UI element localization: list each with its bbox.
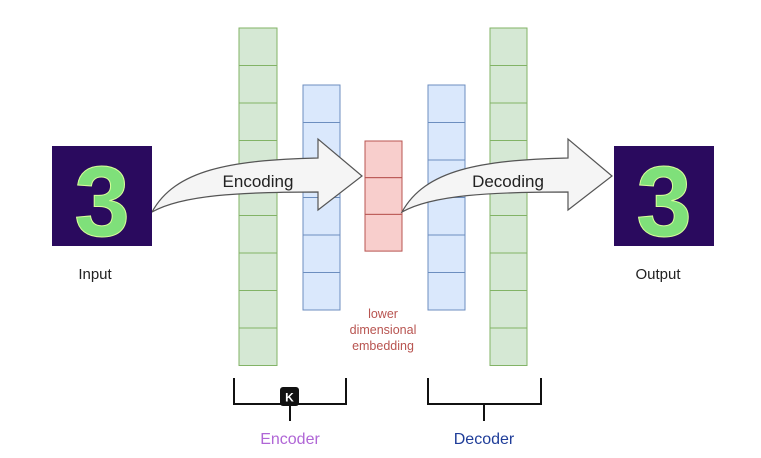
output-label: Output bbox=[635, 266, 681, 283]
logo-badge-background bbox=[280, 387, 299, 406]
encoder-outer-layer bbox=[238, 27, 278, 366]
logo-badge-icon: K bbox=[280, 387, 299, 406]
embedding-line-3: embedding bbox=[352, 339, 414, 353]
output-digit: 3 bbox=[636, 146, 692, 258]
encoder-inner-cell bbox=[302, 272, 341, 311]
decoder-outer-cell bbox=[489, 290, 528, 329]
encoder-outer-cell bbox=[238, 27, 278, 66]
decoder-outer-cell bbox=[489, 215, 528, 254]
encoding-arrow: Encoding bbox=[150, 137, 363, 214]
decoding-arrow: Decoding bbox=[400, 137, 613, 214]
embedding-label: lower dimensional embedding bbox=[350, 307, 417, 353]
embedding-line-1: lower bbox=[368, 307, 398, 321]
decoder-outer-cell bbox=[489, 327, 528, 366]
output-image: 3 bbox=[614, 146, 714, 259]
decoder-outer-cell bbox=[489, 65, 528, 104]
encoder-bracket: K Encoder bbox=[233, 378, 347, 448]
encoder-outer-cell bbox=[238, 215, 278, 254]
encoding-label: Encoding bbox=[223, 172, 294, 191]
decoder-outer-cell bbox=[489, 27, 528, 66]
decoding-label: Decoding bbox=[472, 172, 544, 191]
decoder-outer-layer bbox=[489, 27, 528, 366]
bottleneck-cell bbox=[364, 177, 403, 215]
decoder-outer-cell bbox=[489, 102, 528, 141]
encoder-outer-cell bbox=[238, 327, 278, 366]
encoder-label: Encoder bbox=[260, 431, 320, 448]
encoder-outer-cell bbox=[238, 65, 278, 104]
decoder-inner-cell bbox=[427, 122, 466, 161]
embedding-line-2: dimensional bbox=[350, 323, 417, 337]
encoding-arrow-shape bbox=[150, 137, 363, 214]
decoder-bracket: Decoder bbox=[427, 378, 542, 448]
bottleneck-layer bbox=[364, 140, 403, 252]
encoder-outer-cell bbox=[238, 290, 278, 329]
decoder-outer-cell bbox=[489, 252, 528, 291]
logo-badge-glyph: K bbox=[285, 391, 294, 405]
input-label: Input bbox=[78, 266, 112, 283]
decoder-bracket-line bbox=[427, 378, 542, 405]
bottleneck-cell bbox=[364, 213, 403, 252]
decoder-inner-cell bbox=[427, 234, 466, 273]
encoder-outer-cell bbox=[238, 102, 278, 141]
bottleneck-cell bbox=[364, 140, 403, 179]
decoder-inner-cell bbox=[427, 84, 466, 123]
decoder-inner-cell bbox=[427, 272, 466, 311]
decoding-arrow-shape bbox=[400, 137, 613, 214]
input-image: 3 bbox=[52, 146, 152, 259]
encoder-inner-cell bbox=[302, 84, 341, 123]
decoder-label: Decoder bbox=[454, 431, 515, 448]
encoder-outer-cell bbox=[238, 252, 278, 291]
input-digit: 3 bbox=[74, 146, 130, 258]
encoder-inner-cell bbox=[302, 234, 341, 273]
input-image-background bbox=[52, 146, 152, 246]
decoder-inner-cell bbox=[427, 197, 466, 236]
output-image-background bbox=[614, 146, 714, 246]
